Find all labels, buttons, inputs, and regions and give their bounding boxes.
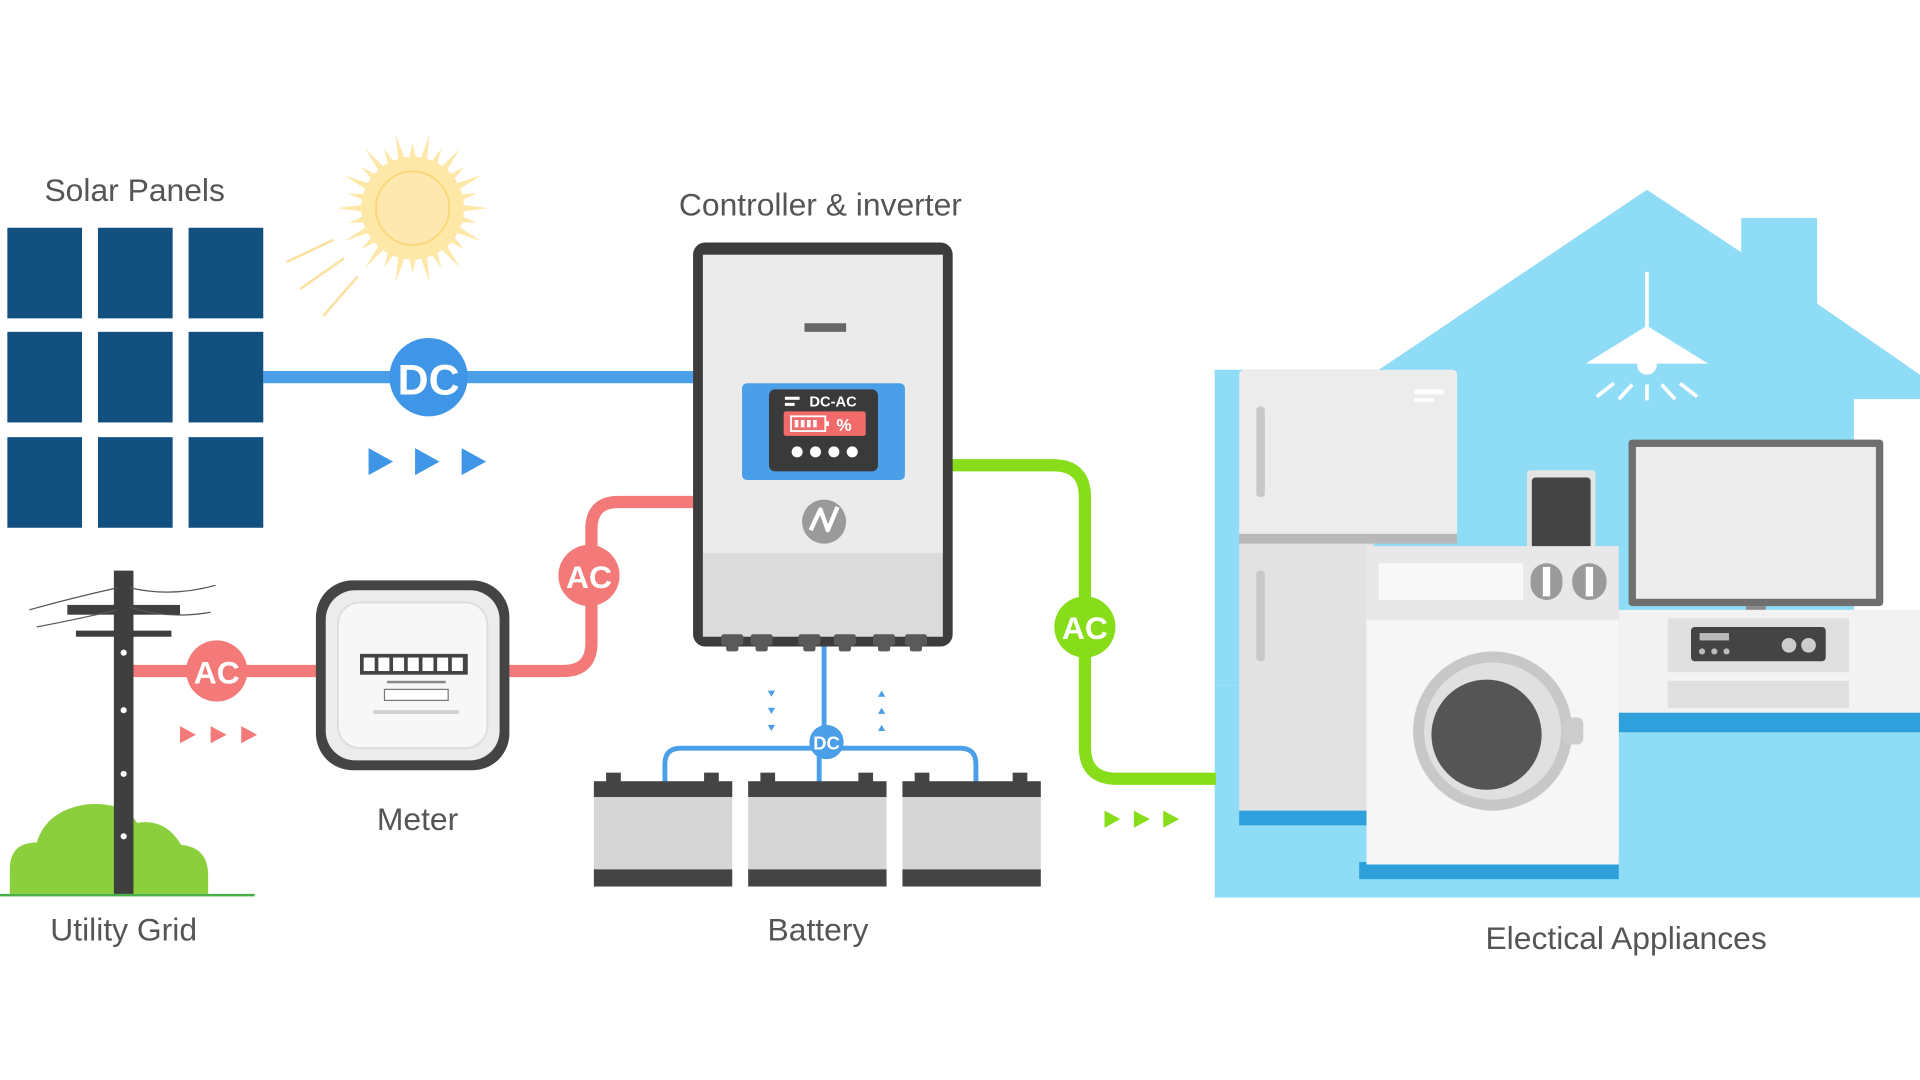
display-mode-text: DC-AC xyxy=(809,395,857,411)
battery-bank-icon xyxy=(593,772,1041,887)
utility-grid-label: Utility Grid xyxy=(50,911,197,947)
ac-grid-badge: AC xyxy=(186,640,248,702)
refrigerator-icon xyxy=(1239,369,1458,826)
appliances-label: Electical Appliances xyxy=(1485,920,1766,956)
battery-label: Battery xyxy=(768,911,869,947)
ac-output-flow-arrows xyxy=(1104,810,1180,828)
svg-text:AC: AC xyxy=(1062,610,1108,646)
washing-machine-icon xyxy=(1359,546,1619,880)
svg-text:DC: DC xyxy=(813,732,840,753)
connection-lines xyxy=(132,371,1216,787)
svg-text:AC: AC xyxy=(194,654,240,690)
dc-solar-badge: DC xyxy=(389,337,468,417)
ceiling-lamp-icon xyxy=(1585,271,1709,401)
phone-device-icon xyxy=(1526,470,1596,549)
display-unit-text: % xyxy=(836,415,851,435)
dc-flow-arrows xyxy=(368,448,487,476)
svg-text:DC: DC xyxy=(398,356,460,404)
ac-meter-badge: AC xyxy=(558,544,620,607)
meter-icon xyxy=(315,580,510,771)
solar-panels-icon xyxy=(7,227,264,528)
ac-output-badge: AC xyxy=(1054,596,1116,658)
solar-panels-label: Solar Panels xyxy=(44,172,224,208)
svg-text:AC: AC xyxy=(566,559,612,595)
meter-label: Meter xyxy=(377,801,459,837)
ac-grid-flow-arrows xyxy=(180,726,258,744)
inverter-unit xyxy=(693,242,953,652)
sun-icon xyxy=(286,134,489,317)
controller-label: Controller & inverter xyxy=(679,187,962,223)
stereo-cabinet-icon xyxy=(1618,609,1920,713)
utility-pole-icon xyxy=(0,570,255,897)
dc-battery-badge: DC xyxy=(809,724,844,760)
battery-flow-arrows xyxy=(767,690,886,732)
tv-icon xyxy=(1628,439,1884,612)
